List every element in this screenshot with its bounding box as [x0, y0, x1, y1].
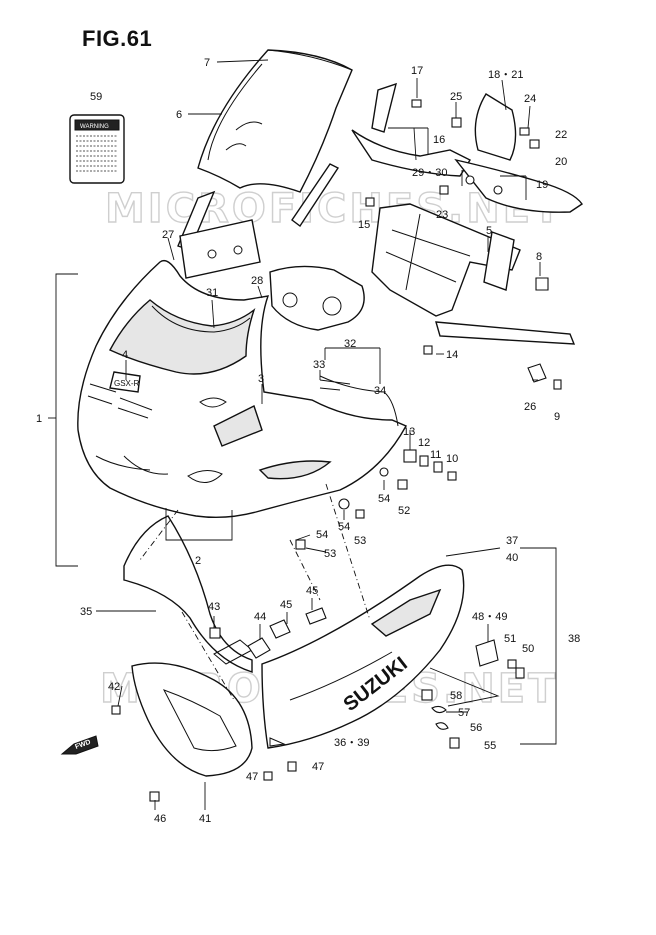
callout-11: 11 — [430, 449, 441, 461]
windscreen — [177, 49, 353, 251]
warning-label-header: WARNING — [80, 124, 109, 130]
callout-53-b: 53 — [324, 548, 336, 560]
callout-52: 52 — [398, 505, 410, 517]
callout-40: 40 — [506, 552, 518, 564]
callout-48-49: 48・49 — [472, 611, 507, 623]
callout-numbers: 59 7 6 17 18・21 25 24 22 16 20 29・30 19 … — [36, 57, 580, 825]
callout-32: 32 — [344, 338, 356, 350]
callout-43: 43 — [208, 601, 220, 613]
callout-10: 10 — [446, 453, 458, 465]
callout-55: 55 — [484, 740, 496, 752]
cowling-brace — [371, 203, 576, 345]
callout-50: 50 — [522, 643, 534, 655]
upper-cowling: GSX-R — [77, 259, 407, 519]
callout-16: 16 — [433, 134, 445, 146]
lower-cowling-right: SUZUKI — [261, 564, 465, 749]
callout-9: 9 — [554, 411, 560, 423]
callout-33: 33 — [313, 359, 325, 371]
callout-1: 1 — [36, 413, 42, 425]
leader-lines — [48, 59, 557, 810]
callout-19: 19 — [536, 179, 548, 191]
callout-35: 35 — [80, 606, 92, 618]
fwd-arrow: FWD — [60, 735, 99, 755]
callout-24: 24 — [524, 93, 536, 105]
callout-45-b: 45 — [306, 585, 318, 597]
lower-cowling-left — [123, 515, 253, 777]
callout-54-c: 54 — [316, 529, 328, 541]
warning-label: WARNING — [69, 114, 125, 184]
callout-5: 5 — [486, 225, 492, 237]
figure-title: FIG.61 — [82, 26, 153, 51]
callout-18-21: 18・21 — [488, 69, 523, 81]
callout-29-30: 29・30 — [412, 167, 447, 179]
callout-47-a: 47 — [246, 771, 258, 783]
callout-27: 27 — [162, 229, 174, 241]
side-bracket-upper — [351, 82, 583, 213]
callout-4: 4 — [122, 349, 128, 361]
callout-59: 59 — [90, 91, 102, 103]
callout-42: 42 — [108, 681, 120, 693]
callout-31: 31 — [206, 287, 218, 299]
callout-17: 17 — [411, 65, 423, 77]
callout-23: 23 — [436, 209, 448, 221]
callout-2: 2 — [195, 555, 201, 567]
callout-3: 3 — [258, 373, 264, 385]
meter-bracket — [179, 219, 365, 331]
callout-54-a: 54 — [378, 493, 390, 505]
callout-47-b: 47 — [312, 761, 324, 773]
callout-45-a: 45 — [280, 599, 292, 611]
callout-20: 20 — [555, 156, 567, 168]
cowling-badge: GSX-R — [114, 379, 140, 388]
callout-53-a: 53 — [354, 535, 366, 547]
callout-41: 41 — [199, 813, 211, 825]
callout-7: 7 — [204, 57, 210, 69]
callout-57: 57 — [458, 707, 470, 719]
callout-13: 13 — [403, 426, 415, 438]
hardware — [111, 99, 562, 802]
callout-12: 12 — [418, 437, 430, 449]
callout-6: 6 — [176, 109, 182, 121]
callout-15: 15 — [358, 219, 370, 231]
callout-56: 56 — [470, 722, 482, 734]
callout-38: 38 — [568, 633, 580, 645]
callout-58: 58 — [450, 690, 462, 702]
callout-34: 34 — [374, 385, 386, 397]
callout-26: 26 — [524, 401, 536, 413]
callout-8: 8 — [536, 251, 542, 263]
callout-51: 51 — [504, 633, 516, 645]
callout-14: 14 — [446, 349, 458, 361]
callout-25: 25 — [450, 91, 462, 103]
callout-22: 22 — [555, 129, 567, 141]
callout-36-39: 36・39 — [334, 737, 369, 749]
callout-28: 28 — [251, 275, 263, 287]
callout-54-b: 54 — [338, 521, 350, 533]
callout-37: 37 — [506, 535, 518, 547]
callout-46: 46 — [154, 813, 166, 825]
callout-44: 44 — [254, 611, 266, 623]
